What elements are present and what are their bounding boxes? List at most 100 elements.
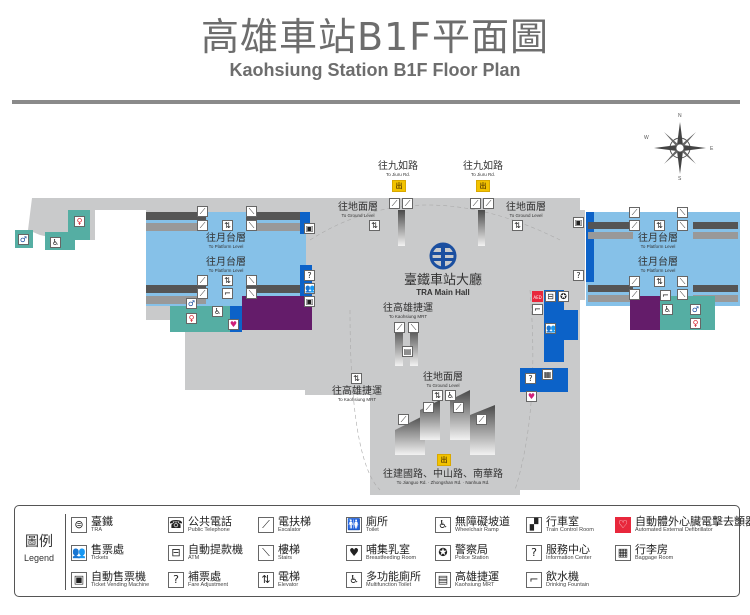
legend-item-label: 哺集乳室: [366, 543, 410, 557]
escalator-icon: ⟍: [246, 220, 257, 231]
legend-item-label-en: Fare Adjustment: [188, 582, 229, 589]
main-hall-floor: [305, 198, 580, 490]
ticket-vending-machine-icon: ▣: [304, 223, 315, 234]
kaohsiung-mrt-icon: ▤: [402, 346, 413, 357]
escalator-icon: ⟍: [677, 289, 688, 300]
escalator-icon: ⟋: [389, 198, 400, 209]
stairs-icon: ⟍: [258, 545, 274, 561]
fare-adjustment-icon: ?: [573, 270, 584, 281]
mens-toilet-icon: ♂: [186, 298, 197, 309]
elevator-icon: ⇅: [654, 220, 665, 231]
police-station-icon: ✪: [558, 291, 569, 302]
legend-item-label: 廁所: [366, 515, 388, 529]
baggage-room-icon: ▦: [615, 545, 631, 561]
legend-item-label: 多功能廁所: [366, 570, 421, 584]
legend-item-label: 服務中心: [546, 543, 590, 557]
legend-item-label: 電扶梯: [278, 515, 311, 529]
legend-item-label-en: Police Station: [455, 555, 489, 562]
fare-adjustment-icon: ?: [168, 572, 184, 588]
wheelchair-ramp-icon: ♿: [435, 517, 451, 533]
tra-logo-icon: [429, 242, 457, 270]
floor-plan-shapes: [15, 198, 740, 495]
legend-item-label: 補票處: [188, 570, 221, 584]
escalator-icon: ⟋: [470, 198, 481, 209]
womens-toilet-icon: ♀: [690, 318, 701, 329]
womens-toilet-icon: ♀: [74, 216, 85, 227]
police-station-icon: ✪: [435, 545, 451, 561]
drinking-fountain-icon: ⌐: [526, 572, 542, 588]
exit-south-icon: 出口: [437, 454, 451, 466]
legend-title: 圖例 Legend: [23, 534, 55, 563]
legend-item-label: 樓梯: [278, 543, 300, 557]
breastfeeding-room-icon: ♥: [526, 391, 537, 402]
compass-rose: N S W E: [644, 113, 713, 182]
elevator-icon: ⇅: [258, 572, 274, 588]
mens-toilet-icon: ♂: [690, 304, 701, 315]
legend-item-label: 自動體外心臟電擊去顫器: [635, 515, 750, 529]
legend-item-label-en: TRA: [91, 527, 102, 534]
legend-item-label: 售票處: [91, 543, 124, 557]
west-purple-zone: [242, 296, 312, 330]
exit-jiuru-right-icon: 出口: [476, 180, 490, 192]
legend-item-label-en: Breastfeeding Room: [366, 555, 417, 562]
breastfeeding-room-icon: ♥: [346, 545, 362, 561]
stairs-icon: ⟍: [408, 322, 419, 333]
escalator-icon: ⟋: [423, 402, 434, 413]
escalator-icon: ⟋: [453, 402, 464, 413]
escalator-icon: ⟋: [629, 220, 640, 231]
legend-item-label: 高雄捷運: [455, 570, 499, 584]
legend-item-label-en: Drinking Fountain: [546, 582, 590, 589]
stairs-icon: ⟋: [197, 206, 208, 217]
tickets-icon: 👥: [71, 545, 87, 561]
information-center-icon: ?: [526, 545, 542, 561]
legend-item-label: 自動售票機: [91, 570, 146, 584]
train-control-room-icon: ▞: [526, 517, 542, 533]
title-divider: [12, 100, 740, 104]
legend-item-label: 行李房: [635, 543, 668, 557]
west-toilet-area: [170, 306, 235, 332]
tickets-icon: 👥: [545, 323, 556, 334]
legend-item-label-en: Baggage Room: [635, 555, 674, 562]
escalator-icon: ⟋: [258, 517, 274, 533]
stairs-icon: ⟍: [677, 207, 688, 218]
east-purple-zone: [630, 296, 660, 330]
drinking-fountain-icon: ⌐: [532, 304, 543, 315]
escalator-icon: ⟋: [197, 275, 208, 286]
compass-north: N: [678, 113, 682, 119]
womens-toilet-icon: ♀: [186, 313, 197, 324]
compass-star-icon: [654, 122, 706, 174]
page-title: 高雄車站B1F平面圖: [200, 15, 550, 59]
elevator-icon: ⇅: [512, 220, 523, 231]
page-subtitle: Kaohsiung Station B1F Floor Plan: [229, 60, 521, 80]
aed-icon: AED: [532, 291, 543, 302]
tickets-icon: 👥: [304, 283, 315, 294]
stairs-icon: ⟍: [246, 288, 257, 299]
stairs-icon: ⟋: [629, 276, 640, 287]
legend-item-label-en: ATM: [188, 555, 200, 562]
aed-icon: ♡: [615, 517, 631, 533]
legend-item-label-en: Stairs: [278, 555, 293, 562]
elevator-icon: ⇅: [369, 220, 380, 231]
escalator-icon: ⟋: [398, 414, 409, 425]
multifunction-toilet-icon: ♿: [212, 306, 223, 317]
stairs-icon: ⟍: [246, 206, 257, 217]
legend-item-label: 飲水機: [546, 570, 579, 584]
legend-item-label: 自動提款機: [188, 543, 243, 557]
